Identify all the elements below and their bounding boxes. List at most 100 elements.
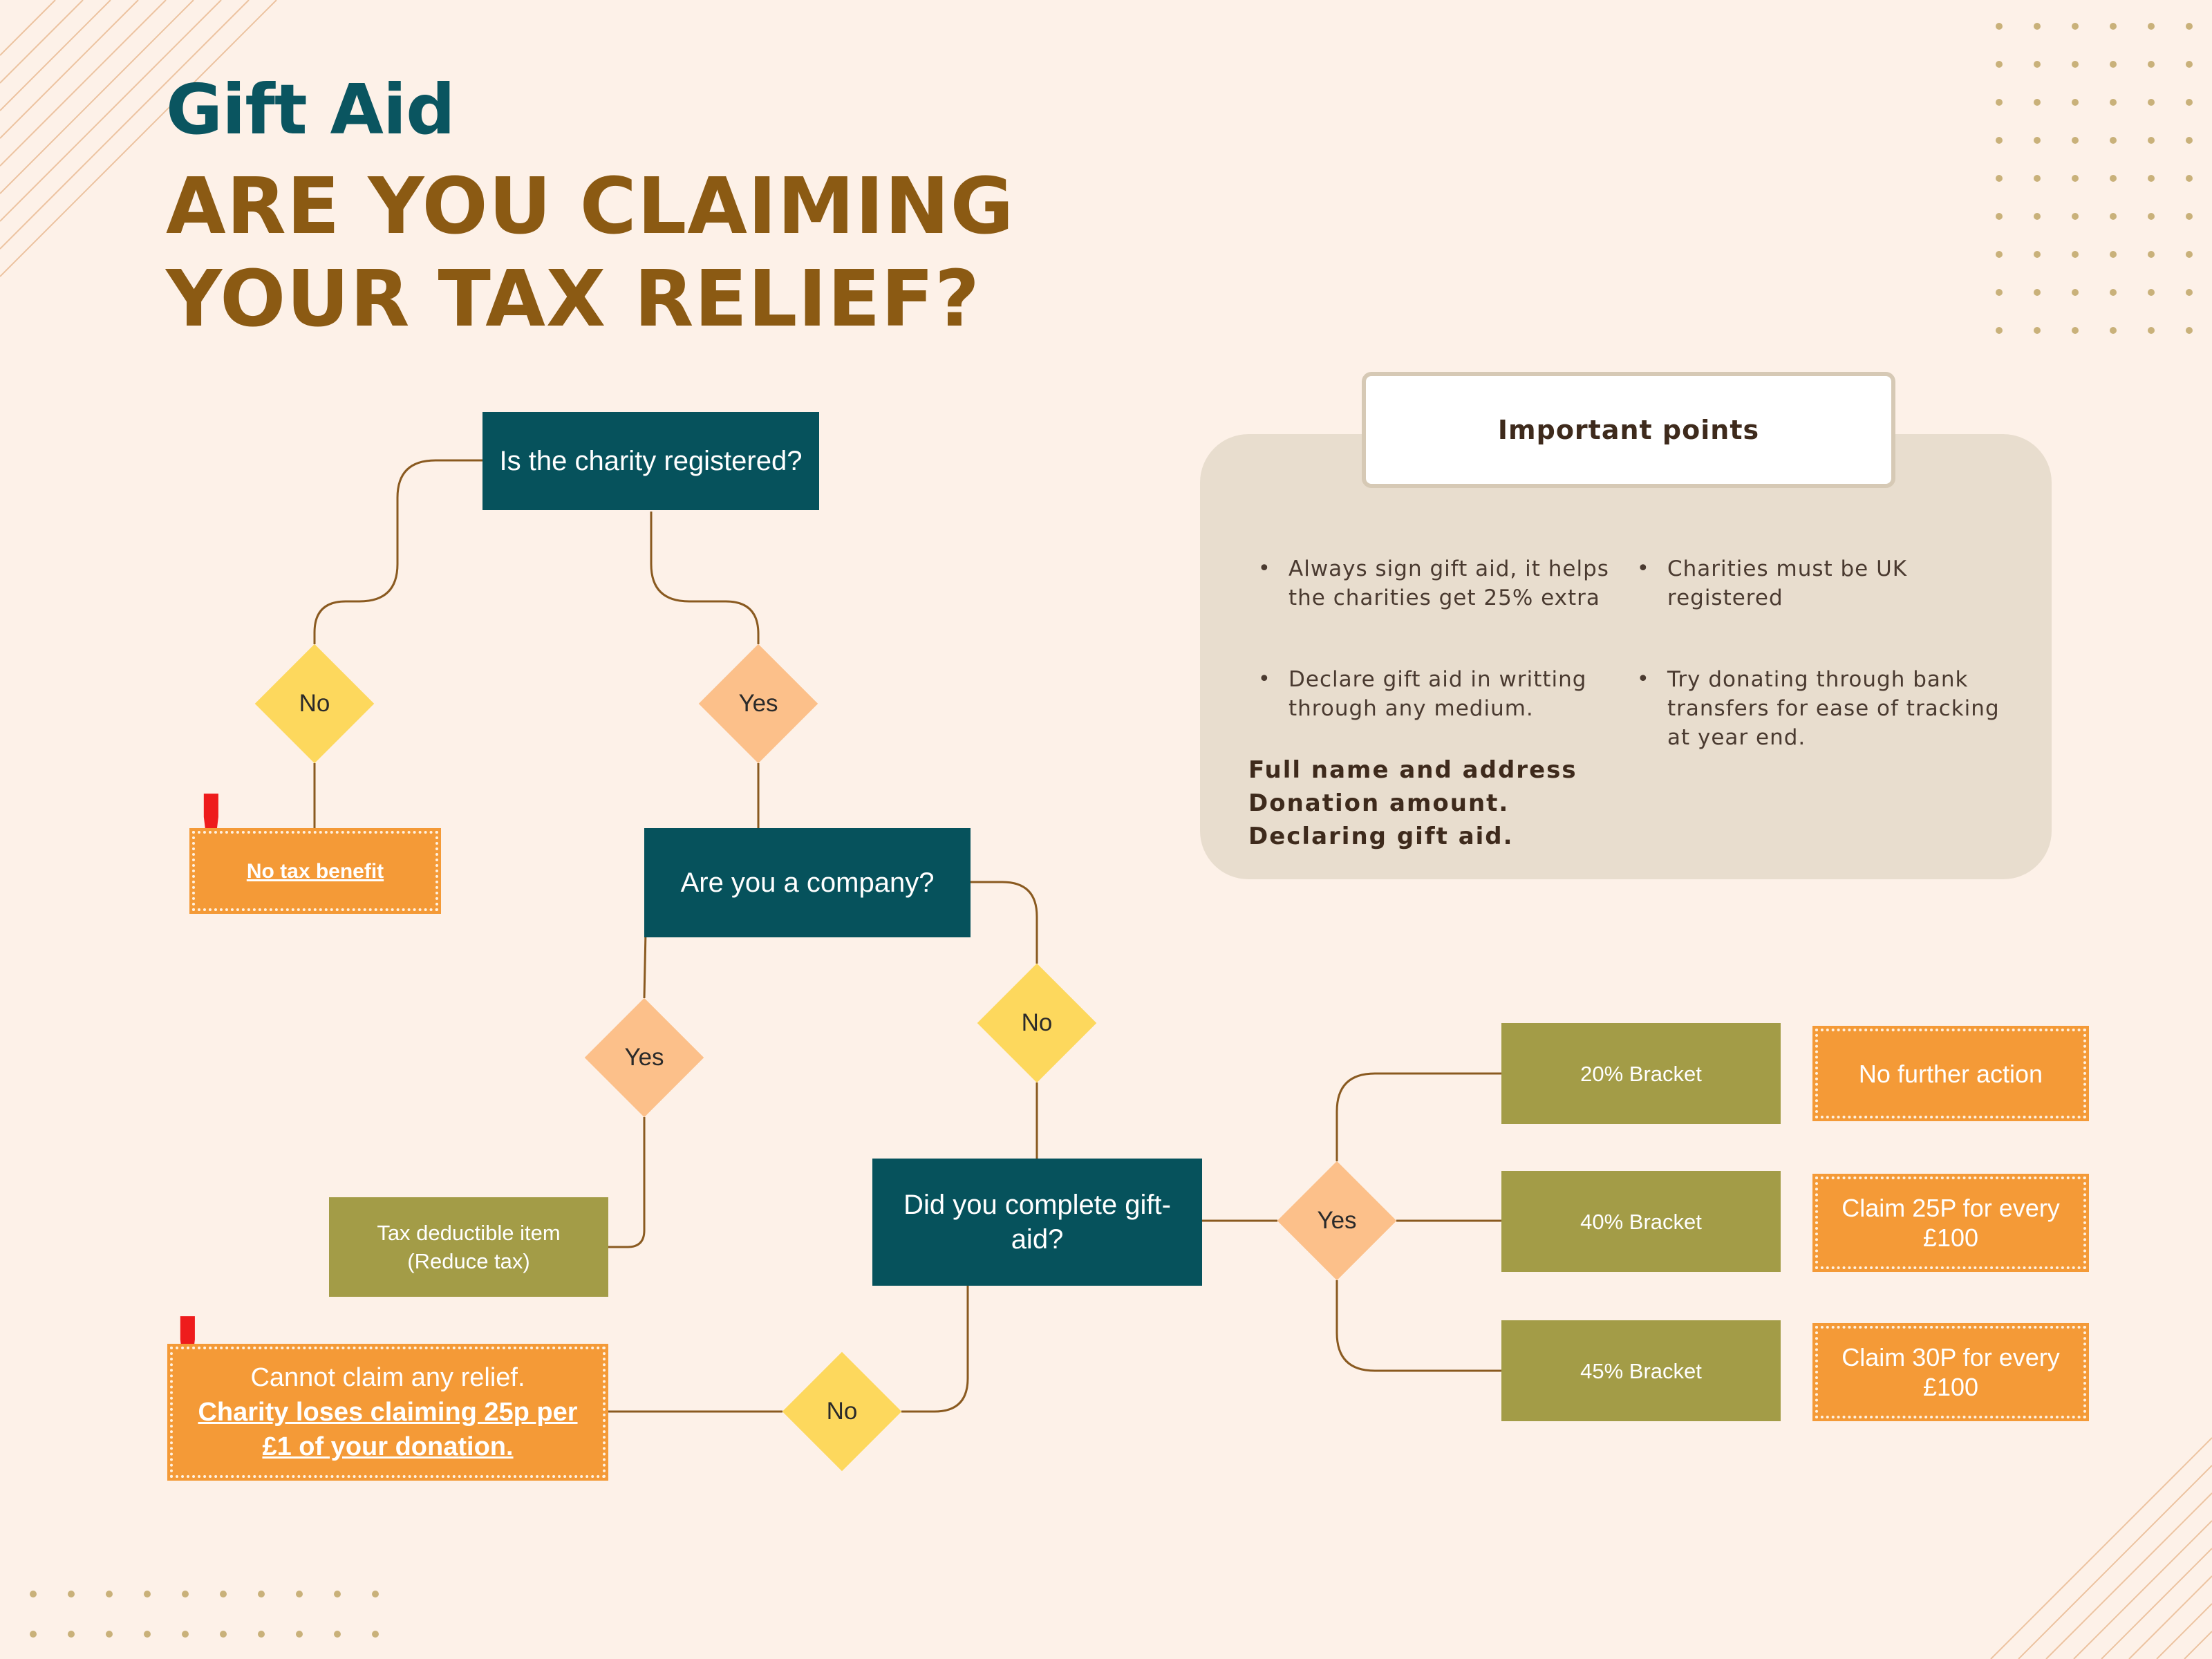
decorative-dot xyxy=(2072,137,2079,144)
decorative-dot xyxy=(220,1591,227,1597)
decorative-dot xyxy=(2072,251,2079,258)
decorative-stripe xyxy=(0,0,56,56)
required-detail: Declaring gift aid. xyxy=(1248,823,1514,850)
decision-label: No xyxy=(826,1398,858,1425)
question-charity-registered: Is the charity registered? xyxy=(482,412,819,510)
decorative-dot xyxy=(334,1591,341,1597)
decorative-stripe xyxy=(2156,1603,2212,1659)
decorative-dot xyxy=(68,1631,75,1638)
decorative-dot xyxy=(334,1631,341,1638)
cannot-claim-line: Cannot claim any relief. xyxy=(250,1363,525,1392)
decorative-stripe xyxy=(2101,1548,2212,1659)
decorative-dot xyxy=(1996,251,2003,258)
decision-yes-company: Yes xyxy=(584,997,704,1118)
decorative-dot xyxy=(2034,137,2041,144)
decorative-stripe xyxy=(0,0,84,84)
decorative-dot xyxy=(258,1631,265,1638)
decorative-dot xyxy=(220,1631,227,1638)
decorative-dot xyxy=(2186,61,2193,68)
decorative-stripe xyxy=(0,0,167,167)
decorative-dot xyxy=(1996,327,2003,334)
decorative-dot xyxy=(2148,99,2155,106)
decorative-dot xyxy=(2148,213,2155,220)
outcome-no-further-action: No further action xyxy=(1812,1026,2089,1121)
decorative-dot xyxy=(2110,213,2117,220)
decorative-dot xyxy=(30,1591,37,1597)
decorative-dot xyxy=(1996,137,2003,144)
connector-yes-to-45 xyxy=(1335,1280,1501,1372)
decision-no-company: No xyxy=(977,963,1097,1083)
decorative-dot xyxy=(2186,251,2193,258)
question-gift-aid-completed: Did you complete gift-aid? xyxy=(872,1159,1202,1286)
decorative-stripe xyxy=(0,0,277,277)
connector-yes-to-taxdeductible xyxy=(608,1117,646,1248)
important-point: Charities must be UK registered xyxy=(1637,554,1944,612)
decorative-dot xyxy=(2072,99,2079,106)
decorative-dot xyxy=(68,1591,75,1597)
decision-yes-gift-aid: Yes xyxy=(1277,1161,1397,1281)
decorative-dot xyxy=(1996,23,2003,30)
decorative-dot xyxy=(296,1631,303,1638)
required-detail: Donation amount. xyxy=(1248,789,1510,817)
decorative-dot xyxy=(2034,213,2041,220)
important-point: Always sign gift aid, it helps the chari… xyxy=(1258,554,1620,612)
decorative-dot xyxy=(182,1591,189,1597)
decision-no-gift-aid: No xyxy=(782,1351,902,1472)
decorative-dot xyxy=(2034,23,2041,30)
decision-label: Yes xyxy=(1317,1207,1357,1234)
no-tax-benefit-label: No tax benefit xyxy=(246,859,384,883)
decorative-dot xyxy=(2148,23,2155,30)
decorative-dot xyxy=(2148,251,2155,258)
important-point: Declare gift aid in writting through any… xyxy=(1258,665,1620,723)
decorative-dot xyxy=(182,1631,189,1638)
decorative-dot xyxy=(106,1591,113,1597)
page-title: Gift Aid xyxy=(166,69,456,150)
decorative-dot xyxy=(1996,289,2003,296)
decision-label: No xyxy=(1021,1009,1053,1036)
decorative-dots-bottom-left xyxy=(30,1591,379,1638)
decorative-stripe xyxy=(0,0,194,194)
decorative-dot xyxy=(2148,175,2155,182)
decorative-dot xyxy=(2110,23,2117,30)
connector-registered-to-no xyxy=(313,459,482,644)
decorative-dot xyxy=(2072,61,2079,68)
decorative-dot xyxy=(2072,213,2079,220)
decorative-dot xyxy=(2148,137,2155,144)
decorative-stripe xyxy=(2128,1575,2212,1659)
bracket-20: 20% Bracket xyxy=(1501,1023,1781,1124)
decorative-dot xyxy=(2110,251,2117,258)
decision-label: Yes xyxy=(624,1044,664,1071)
decorative-dot xyxy=(2034,289,2041,296)
decorative-dot xyxy=(2034,99,2041,106)
decorative-stripe xyxy=(2184,1631,2212,1659)
decorative-dot xyxy=(2186,327,2193,334)
decorative-dot xyxy=(2186,23,2193,30)
decorative-dot xyxy=(2110,99,2117,106)
decorative-dot xyxy=(372,1631,379,1638)
decorative-stripe xyxy=(2018,1465,2212,1659)
outcome-claim-30p: Claim 30P for every £100 xyxy=(1812,1323,2089,1421)
connector-yes-to-20 xyxy=(1335,1072,1501,1161)
bracket-40: 40% Bracket xyxy=(1501,1171,1781,1272)
decorative-dot xyxy=(2148,61,2155,68)
decorative-dot xyxy=(2072,23,2079,30)
required-details: Full name and address Donation amount. D… xyxy=(1248,753,1577,853)
decorative-dot xyxy=(2148,327,2155,334)
decorative-dot xyxy=(1996,213,2003,220)
decorative-dot xyxy=(2110,327,2117,334)
connector-registered-to-yes xyxy=(650,512,760,644)
decorative-dot xyxy=(2072,175,2079,182)
decorative-stripe xyxy=(0,0,111,111)
decorative-dot xyxy=(2186,99,2193,106)
decorative-stripes-top-left xyxy=(0,0,277,277)
decorative-dot xyxy=(2034,61,2041,68)
decision-label: Yes xyxy=(738,690,778,717)
decorative-dot xyxy=(2110,289,2117,296)
decorative-dot xyxy=(2034,175,2041,182)
outcome-tax-deductible: Tax deductible item (Reduce tax) xyxy=(329,1197,608,1297)
outcome-claim-25p: Claim 25P for every £100 xyxy=(1812,1174,2089,1272)
important-points-title: Important points xyxy=(1362,372,1895,488)
decorative-stripe xyxy=(0,0,222,222)
decision-yes-registered: Yes xyxy=(698,644,818,764)
